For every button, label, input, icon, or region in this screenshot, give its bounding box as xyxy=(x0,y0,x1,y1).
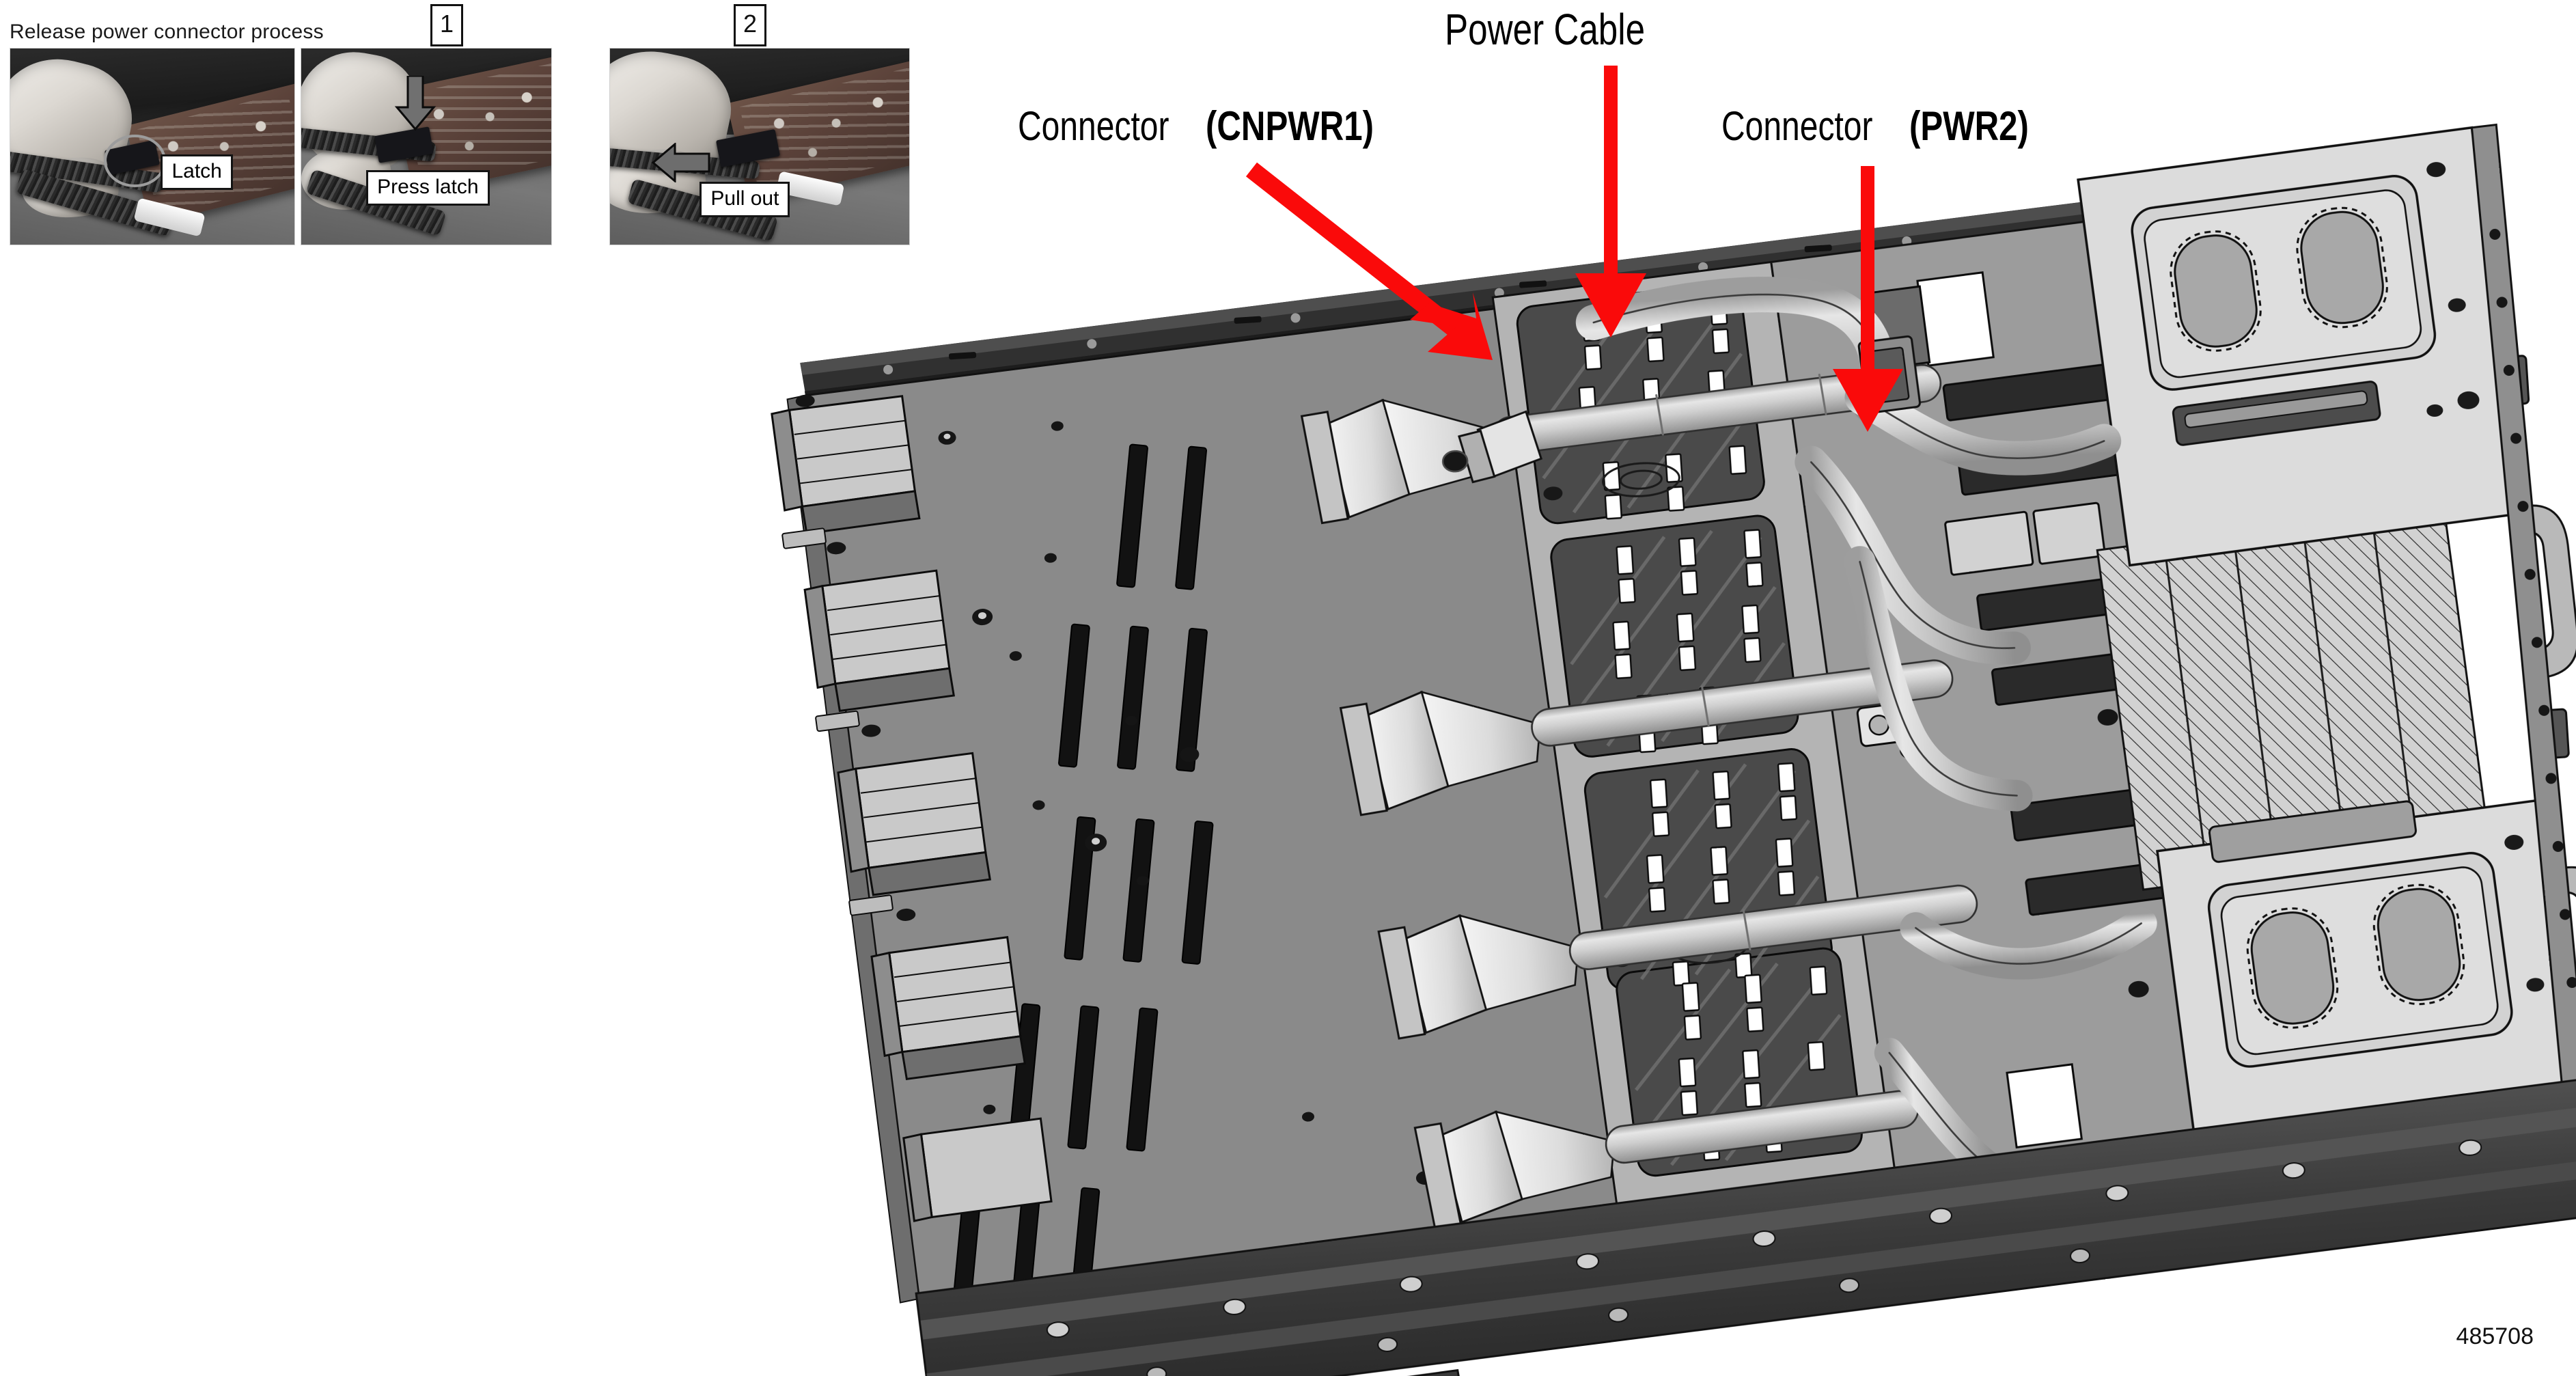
label-connector-pwr2: Connector (PWR2) xyxy=(1721,102,2055,150)
label-connector-pwr2-prefix: Connector xyxy=(1721,103,1873,149)
press-down-arrow-icon xyxy=(394,76,436,131)
photo-callout-press-latch: Press latch xyxy=(366,169,490,206)
label-power-cable: Power Cable xyxy=(1445,4,1695,55)
photo-callout-pull-out: Pull out xyxy=(700,182,790,218)
arrow-to-pwr2 xyxy=(1833,166,1903,432)
step-badge-2: 2 xyxy=(734,4,766,46)
procedure-title: Release power connector process xyxy=(10,20,324,43)
label-connector-cnpwr1-prefix: Connector xyxy=(1018,103,1169,149)
label-connector-cnpwr1: Connector (CNPWR1) xyxy=(1018,102,1411,150)
procedure-photo-press-latch: Press latch xyxy=(301,48,552,245)
arrow-to-power-cable xyxy=(1575,66,1646,338)
pull-out-left-arrow-icon xyxy=(652,142,710,182)
label-connector-cnpwr1-code: (CNPWR1) xyxy=(1205,103,1374,149)
arrow-to-cnpwr1 xyxy=(1245,162,1493,360)
diagram-id-number: 485708 xyxy=(2456,1323,2534,1349)
procedure-photo-pull-out: Pull out xyxy=(609,48,910,245)
procedure-photo-latch: Latch xyxy=(10,48,295,245)
label-power-cable-text: Power Cable xyxy=(1445,5,1646,54)
step-badge-1: 1 xyxy=(430,4,463,46)
label-connector-pwr2-code: (PWR2) xyxy=(1909,103,2029,149)
photo-callout-latch: Latch xyxy=(161,154,233,190)
